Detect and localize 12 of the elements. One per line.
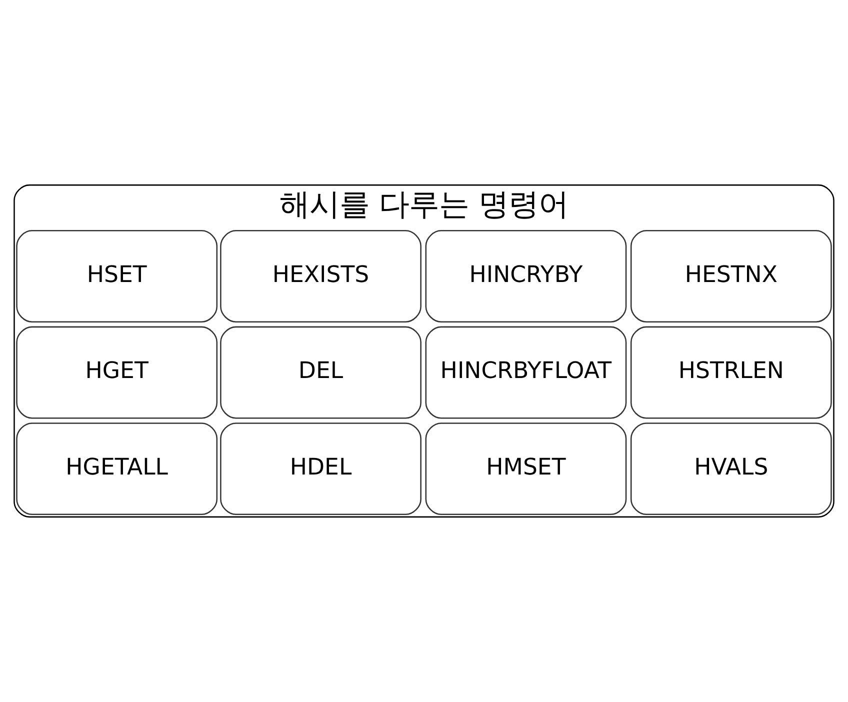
node-box: DEL — [220, 326, 422, 419]
node-box: HVALS — [630, 422, 832, 516]
node-box: HEXISTS — [220, 230, 422, 322]
node-box: HINCRBYFLOAT — [425, 326, 627, 419]
node-box: HDEL — [220, 422, 422, 516]
node-box: HMSET — [425, 422, 627, 516]
node-box: HSET — [16, 230, 218, 322]
node-box: HESTNX — [630, 230, 832, 322]
node-box: HINCRYBY — [425, 230, 627, 322]
node-box: HSTRLEN — [630, 326, 832, 419]
node-box: HGETALL — [16, 422, 218, 516]
node-box: HGET — [16, 326, 218, 419]
